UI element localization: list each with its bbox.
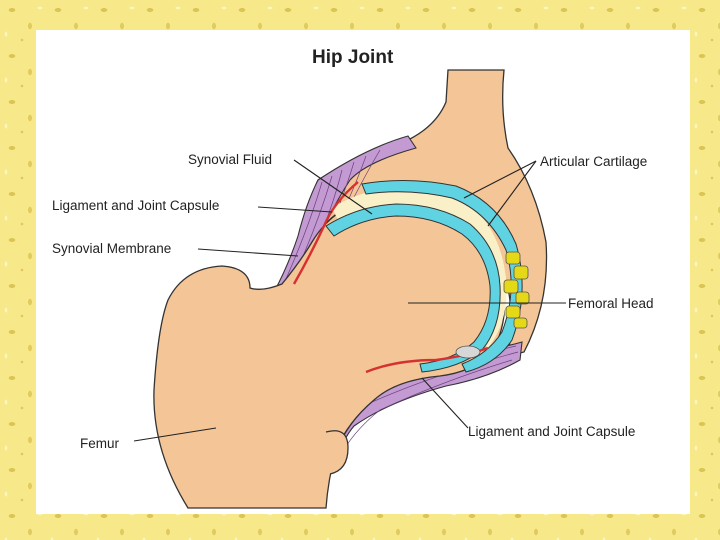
label-synovial-membrane: Synovial Membrane xyxy=(52,241,171,256)
hip-joint-diagram: Hip Joint Synovial Fluid Ligament and Jo… xyxy=(52,47,654,509)
articular-cartilage-band xyxy=(361,179,523,373)
leader-lines xyxy=(133,159,566,442)
leader-femur xyxy=(133,427,217,442)
label-femoral-head: Femoral Head xyxy=(568,296,654,311)
leader-ligament-upper xyxy=(257,206,333,213)
head-cartilage-band xyxy=(325,203,501,373)
diagram-title: Hip Joint xyxy=(312,47,394,68)
diagram-panel: Hip Joint Synovial Fluid Ligament and Jo… xyxy=(36,30,690,514)
label-ligament-capsule-upper: Ligament and Joint Capsule xyxy=(52,198,219,213)
label-ligament-capsule-lower: Ligament and Joint Capsule xyxy=(468,424,635,439)
label-synovial-fluid: Synovial Fluid xyxy=(188,152,272,167)
leader-synovial-membrane xyxy=(197,248,299,257)
fat-pad xyxy=(503,251,530,329)
leader-ligament-lower xyxy=(421,377,469,429)
label-articular-cartilage: Articular Cartilage xyxy=(540,154,647,169)
leader-articular-cartilage-1 xyxy=(463,160,537,199)
leader-synovial-fluid xyxy=(293,159,373,215)
ligamentum-teres xyxy=(455,345,481,359)
leader-articular-cartilage-2 xyxy=(487,160,537,227)
label-femur: Femur xyxy=(80,436,120,451)
lesser-trochanter xyxy=(325,430,349,475)
